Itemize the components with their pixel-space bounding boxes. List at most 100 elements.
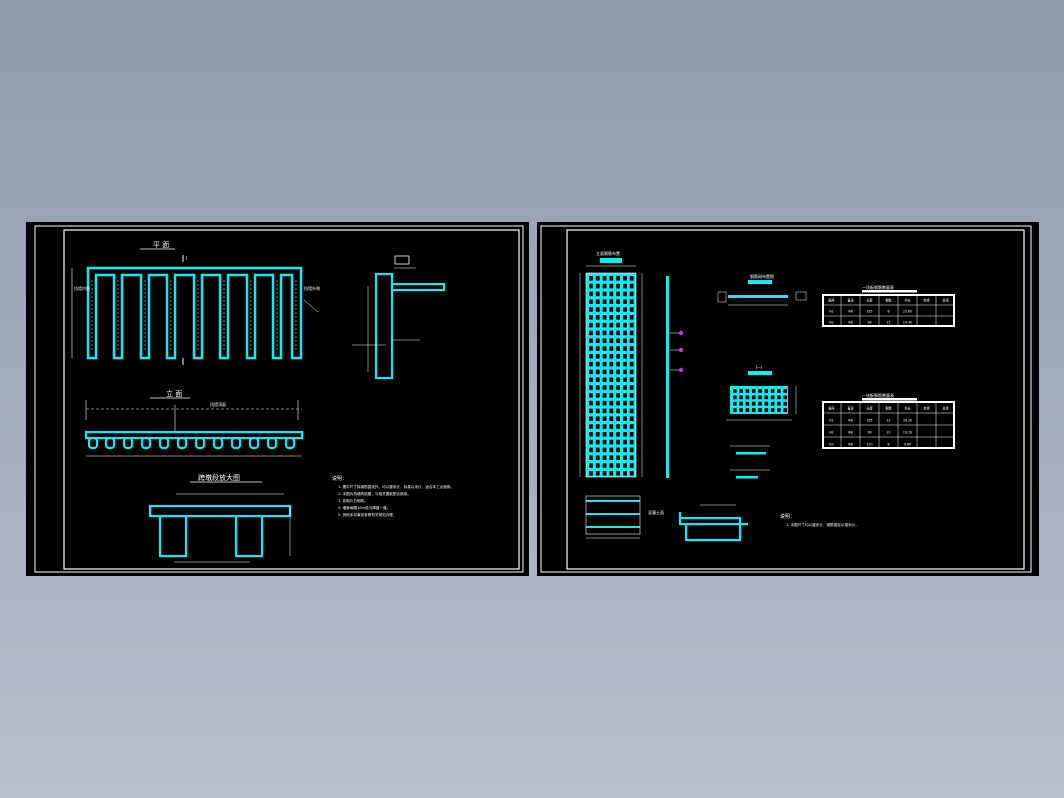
table-header: 单重 [923,298,930,303]
mesh-hole [616,354,620,359]
mesh-hole [777,395,781,400]
mesh-hole [595,400,600,406]
mesh-hole [623,447,627,453]
mesh-hole [733,401,737,406]
mesh-hole [733,395,737,400]
mesh-hole [751,401,756,406]
mesh-hole [589,291,593,297]
table-cell: 96 [867,430,871,434]
mesh-hole [595,315,600,320]
table-cell: Φ8 [848,321,853,325]
detail-title: 跨墩段放大图 [198,473,240,482]
mesh-hole [602,291,607,297]
mesh-hole [609,424,614,429]
small-mesh [585,495,641,535]
mesh-hole [595,330,600,336]
mesh-hole [629,346,634,351]
mesh-hole [629,393,634,398]
table-header: 直径 [847,405,854,410]
mesh-hole [758,408,762,412]
table-cell: N2 [829,430,833,434]
elevation-label: 挡墙顶面 [210,401,226,407]
table-cell: 12 [886,418,890,422]
table-header: 单重 [923,405,930,410]
mesh-hole [770,395,775,400]
table2-title: 一块板钢筋数量表 [862,392,894,398]
mesh-hole [629,400,634,406]
mesh-hole [589,471,593,476]
table-cell: 8 [887,442,889,446]
table-cell: N1 [829,418,833,422]
mesh-hole [589,315,593,320]
mesh-hole [629,385,634,390]
mesh-hole [616,346,620,351]
mesh-hole [589,393,593,398]
mesh-hole [602,416,607,421]
mesh-hole [623,377,627,382]
mesh-hole [623,354,627,359]
table-header: 长度 [866,405,873,410]
mesh-hole [629,283,634,289]
mesh-hole [629,338,634,343]
mesh-hole [595,463,600,468]
mesh-hole [602,455,607,460]
mesh-hole [589,424,593,429]
mesh-hole [629,447,634,453]
mesh-hole [629,439,634,445]
mesh-hole [595,338,600,343]
mesh-hole [589,447,593,453]
table-cell: 96 [867,321,871,325]
mesh-hole [629,432,634,437]
mesh-hole [733,408,737,412]
mesh-hole [609,439,614,445]
mesh-hole [595,346,600,351]
mesh-hole [758,401,762,406]
side-markers [669,330,684,373]
table-cell: Φ8 [848,430,853,434]
left-sheet: 平 面 I 挡墙内侧 挡墙外侧 立 面 挡墙顶面 [26,222,529,576]
mesh-hole [623,432,627,437]
mesh-hole [739,389,743,393]
mesh-hole [602,463,607,468]
mesh-hole [745,401,750,406]
mesh-hole [629,416,634,421]
side-bar [666,276,669,478]
mesh-hole [589,369,593,375]
mesh-hole [602,369,607,375]
mesh-hole [602,377,607,382]
mesh-hole [629,299,634,304]
table-cell: 14.40 [903,321,912,325]
mesh-hole [751,408,756,412]
table-header: 共长 [904,298,911,303]
table-cell: Φ8 [848,310,853,314]
table-header: 根数 [885,298,892,303]
table-body [824,296,953,325]
table1-title: 一块板钢筋数量表 [862,284,894,290]
mesh-hole [623,463,627,468]
mesh-hole [623,408,627,414]
mesh-hole [764,395,769,400]
plan-title: 平 面 [153,241,169,249]
table-cell: 285 [866,418,872,422]
mesh-hole [589,361,593,367]
mesh-hole [609,299,614,304]
plan-label-left: 挡墙内侧 [74,285,90,291]
mesh-hole [616,463,620,468]
table-cell: Φ8 [848,418,853,422]
mesh-hole [629,361,634,367]
mesh-hole [609,315,614,320]
mesh-hole [616,299,620,304]
mesh-hole [609,369,614,375]
section-marker-top: I [186,256,187,262]
mesh-hole [602,330,607,336]
mesh-hole [623,322,627,328]
mesh-hole [623,299,627,304]
mesh-hole [609,408,614,414]
mesh-hole [589,283,593,289]
mesh-hole [623,330,627,336]
mesh-hole [783,395,787,400]
mesh-hole [745,389,750,393]
mesh-hole [595,291,600,297]
mesh-hole [623,385,627,390]
mesh-hole [777,389,781,393]
